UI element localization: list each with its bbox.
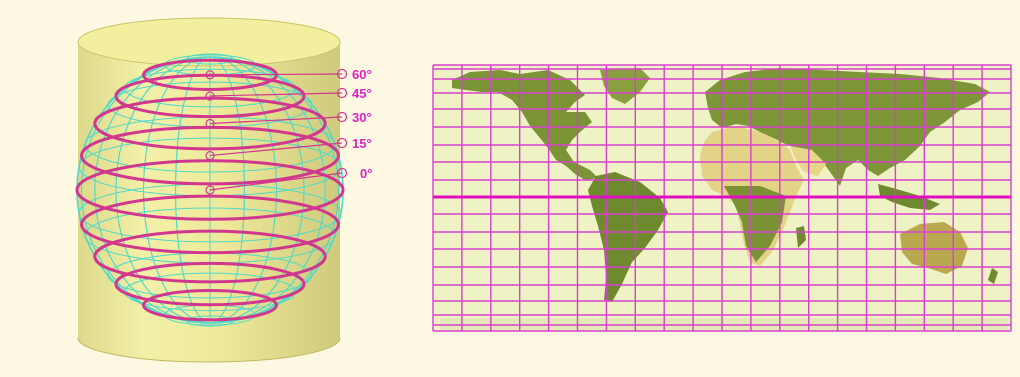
cylinder-bottom-edge	[77, 337, 341, 363]
leader-origin-marker	[205, 118, 215, 129]
antarctica	[440, 318, 1008, 330]
latitude-line	[114, 261, 306, 307]
leader-end-marker	[336, 111, 348, 123]
leader-end-marker	[336, 87, 348, 99]
africa-central-vegetation	[724, 186, 786, 262]
leader-end-marker	[336, 68, 348, 80]
leader-origin-marker	[205, 91, 215, 101]
north-america	[452, 70, 598, 180]
map-graticule	[432, 64, 1012, 332]
globe-parallel	[186, 53, 234, 65]
latitude-line	[114, 73, 306, 119]
latitude-line	[93, 229, 327, 284]
leader-line	[209, 116, 343, 125]
new-zealand	[988, 268, 998, 284]
cylinder-globe-illustration: 60° 45° 30° 15° 0°	[75, 17, 372, 363]
leader-line	[209, 92, 343, 97]
cylinder-top	[77, 17, 341, 67]
leader-line	[209, 142, 343, 157]
leader-origin-marker	[205, 185, 215, 195]
latitude-line	[142, 289, 278, 322]
greenland	[600, 68, 650, 104]
leader-line	[209, 73, 343, 76]
latitude-label-0: 0°	[360, 166, 372, 181]
globe-parallel	[186, 315, 234, 327]
globe-meridian	[81, 56, 339, 324]
latitude-label-60: 60°	[352, 67, 372, 82]
latitude-label-30: 30°	[352, 110, 372, 125]
latitude-label-45: 45°	[352, 86, 372, 101]
latitude-line	[93, 96, 327, 151]
leader-origin-marker	[205, 150, 215, 161]
leader-end-marker	[336, 167, 348, 179]
latitude-line	[80, 194, 340, 255]
latitude-leader-lines	[205, 68, 348, 195]
australia	[900, 222, 968, 274]
latitude-line	[75, 159, 345, 221]
leader-end-marker	[336, 137, 348, 149]
leader-origin-marker	[205, 70, 215, 80]
latitude-label-15: 15°	[352, 136, 372, 151]
latitude-lines	[75, 58, 345, 322]
leader-line	[209, 172, 343, 191]
south-america	[588, 172, 668, 302]
